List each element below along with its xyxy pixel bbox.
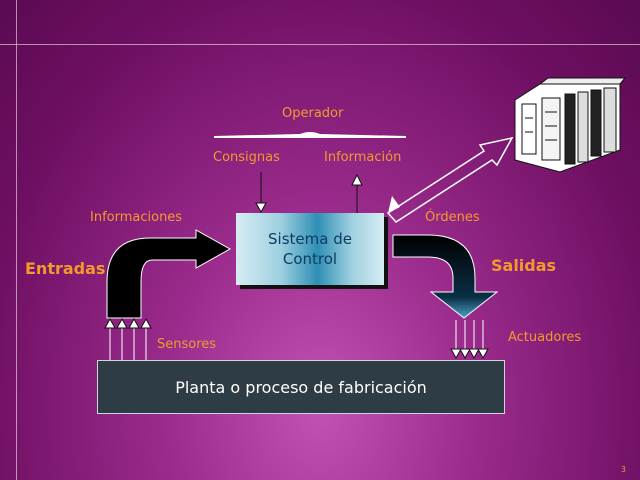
- control-system-line2: Control: [282, 250, 338, 268]
- plc-controller-icon: [514, 77, 627, 173]
- inputs-label: Entradas: [25, 259, 106, 278]
- sensor-arrows: [104, 317, 152, 360]
- actuator-arrows: [450, 320, 489, 360]
- operator-line: [214, 132, 406, 138]
- operator-label: Operador: [282, 106, 344, 121]
- control-system-line1: Sistema de: [268, 229, 352, 248]
- control-system-box: Sistema de Control: [236, 213, 384, 285]
- outputs-label: Salidas: [491, 256, 557, 275]
- frame-left-line: [16, 0, 17, 480]
- setpoints-label: Consignas: [213, 150, 280, 165]
- outputs-arrow: [392, 234, 499, 319]
- orders-label: Órdenes: [425, 210, 480, 225]
- actuators-label: Actuadores: [508, 330, 582, 345]
- frame-top-line: [0, 44, 640, 45]
- information-arrow: [351, 173, 363, 213]
- control-system-text: Sistema de Control: [255, 229, 365, 270]
- sensors-label: Sensores: [157, 337, 217, 352]
- orders-double-arrow: [386, 136, 514, 223]
- information-label: Información: [324, 150, 402, 165]
- plant-box: Planta o proceso de fabricación: [97, 360, 505, 414]
- plant-label: Planta o proceso de fabricación: [175, 377, 427, 397]
- page-number: 3: [620, 465, 626, 474]
- informations-label: Informaciones: [90, 210, 183, 225]
- setpoints-arrow: [255, 172, 267, 214]
- inputs-arrow: [106, 229, 232, 319]
